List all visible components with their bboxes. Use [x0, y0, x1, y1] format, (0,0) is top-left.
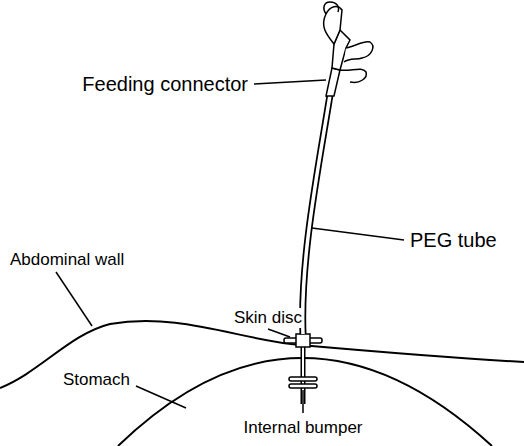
leader-line: [136, 386, 186, 408]
leader-line: [312, 228, 404, 240]
part-label: PEG tube: [408, 229, 499, 252]
connector-side-cap: [340, 69, 366, 82]
part-label: Skin disc: [232, 308, 304, 328]
leader-line: [302, 390, 304, 413]
peg-tube-outline: [303, 95, 330, 334]
part-label: Abdominal wall: [8, 250, 126, 270]
internal-bumper-lower: [289, 384, 317, 388]
skin-disc-hub: [296, 334, 310, 347]
peg-tube-inner: [303, 95, 330, 334]
part-label: Internal bumper: [241, 418, 364, 438]
connector-cap: [324, 2, 339, 14]
leader-line: [268, 329, 290, 337]
internal-bumper: [289, 377, 317, 381]
connector-port: [324, 7, 342, 44]
leader-line: [56, 272, 92, 326]
part-label: Feeding connector: [80, 73, 250, 96]
connector-side-port: [344, 42, 373, 62]
part-label: Stomach: [61, 370, 132, 390]
connector-sleeve: [326, 68, 340, 96]
leader-line: [254, 80, 326, 84]
